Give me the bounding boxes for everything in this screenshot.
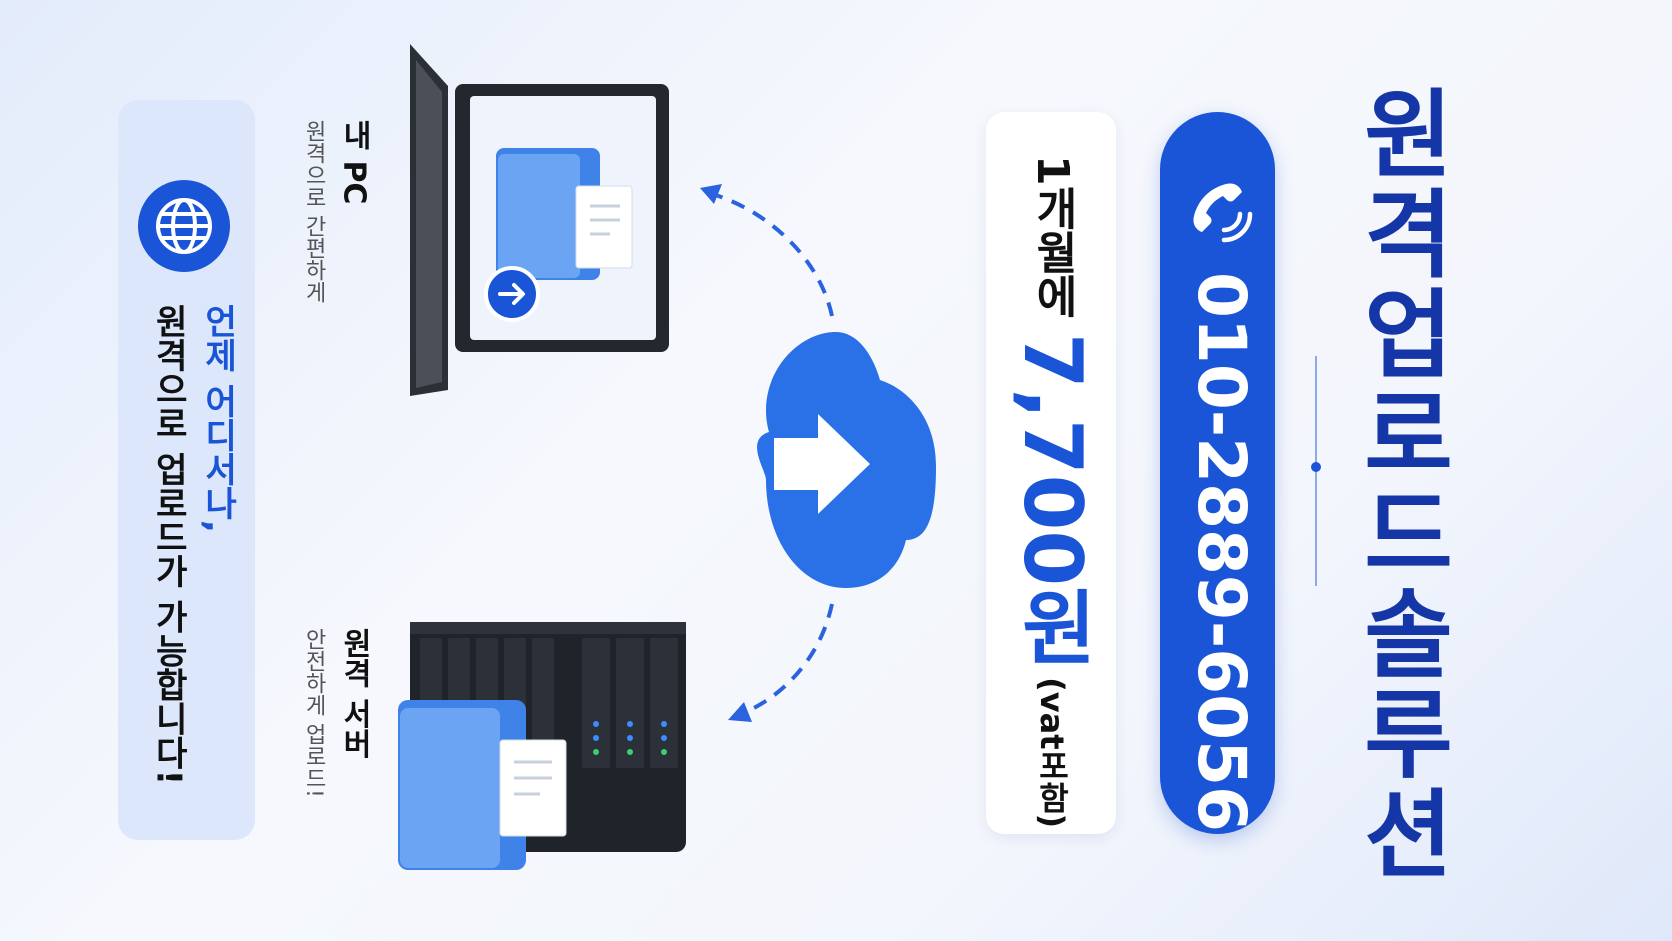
server-label: 원격 서버 안전하게 업로드! <box>296 628 377 798</box>
info-line-1: 언제 어디서나, <box>197 304 238 533</box>
page-title: 원격업로드솔루션 <box>1344 84 1456 884</box>
price-text: 1개월에 7,700원 (vat포함) <box>1006 155 1099 829</box>
price-note: (vat포함) <box>1033 665 1071 829</box>
server-title: 원격 서버 <box>336 628 372 759</box>
my-pc-label: 내 PC 원격으로 간편하게 <box>296 120 377 303</box>
my-pc-subtitle: 원격으로 간편하게 <box>301 120 327 303</box>
info-line-2: 원격으로 업로드가 가능합니다! <box>148 304 189 786</box>
server-subtitle: 안전하게 업로드! <box>301 628 327 798</box>
price-period: 1개월에 <box>1027 155 1078 333</box>
phone-icon <box>1193 183 1253 243</box>
server-icon <box>398 622 686 870</box>
info-text: 언제 어디서나, 원격으로 업로드가 가능합니다! <box>143 304 242 785</box>
phone-pill[interactable] <box>1160 112 1275 834</box>
globe-icon <box>138 180 230 272</box>
price-card <box>986 112 1116 834</box>
upload-arrow-bottom <box>735 603 834 718</box>
upload-arrow-top <box>705 190 834 317</box>
price-amount: 7,700원 <box>1006 332 1099 666</box>
phone-number[interactable]: 010-2889-6056 <box>1183 272 1260 832</box>
laptop-icon <box>410 44 669 396</box>
cloud-upload-icon <box>757 332 936 588</box>
my-pc-title: 내 PC <box>336 120 372 205</box>
divider-dot <box>1311 462 1321 472</box>
